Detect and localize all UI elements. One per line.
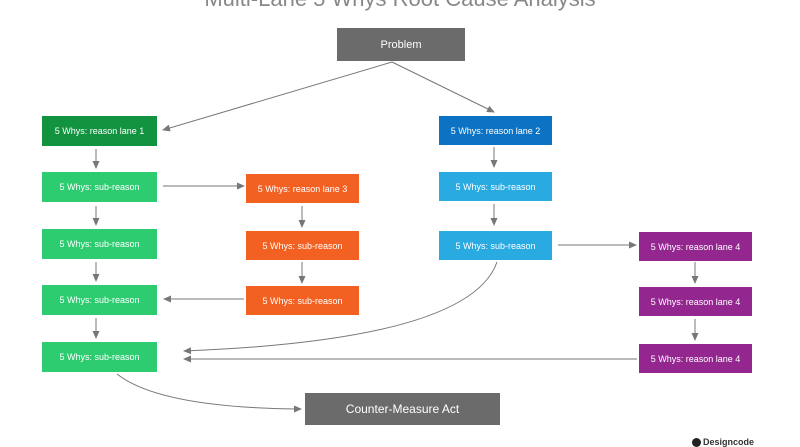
lane3-reason-box: 5 Whys: reason lane 3: [246, 174, 359, 203]
lane2-reason-box: 5 Whys: reason lane 2: [439, 116, 552, 145]
lane4-reason-box-1: 5 Whys: reason lane 4: [639, 232, 752, 261]
lane1-reason-box: 5 Whys: reason lane 1: [42, 116, 157, 146]
lane2-sub-reason-box-1: 5 Whys: sub-reason: [439, 172, 552, 201]
lane1-sub-reason-box-4: 5 Whys: sub-reason: [42, 342, 157, 372]
lane3-sub-reason-box-1: 5 Whys: sub-reason: [246, 231, 359, 260]
lane1-sub-reason-box-1: 5 Whys: sub-reason: [42, 172, 157, 202]
lane4-reason-box-2: 5 Whys: reason lane 4: [639, 287, 752, 316]
arrow-to-countermeasure: [116, 373, 302, 413]
arrow-problem-to-lane2: [391, 61, 495, 113]
problem-box: Problem: [337, 28, 465, 61]
lane2-sub-reason-box-2: 5 Whys: sub-reason: [439, 231, 552, 260]
lane1-sub-reason-box-2: 5 Whys: sub-reason: [42, 229, 157, 259]
lane4-reason-box-3: 5 Whys: reason lane 4: [639, 344, 752, 373]
logo-text: Designcode: [702, 437, 754, 447]
logo-icon: [691, 437, 701, 447]
arrow-lane2-to-lane1-final: [183, 261, 498, 355]
diagram-title: Multi-Lane 5 Whys Root Cause Analysis: [0, 0, 800, 12]
lane3-sub-reason-box-2: 5 Whys: sub-reason: [246, 286, 359, 315]
arrow-problem-to-lane1: [162, 61, 393, 132]
lane1-sub-reason-box-3: 5 Whys: sub-reason: [42, 285, 157, 315]
countermeasure-box: Counter-Measure Act: [305, 393, 500, 425]
brand-logo: Designcode: [691, 437, 754, 447]
